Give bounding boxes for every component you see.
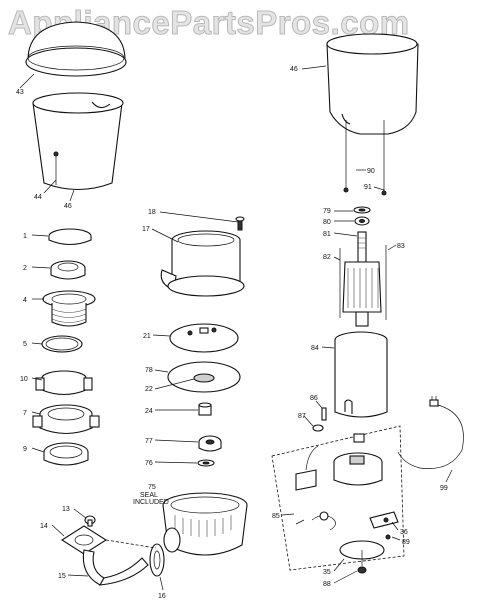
callout-46-right: 46 xyxy=(290,66,298,73)
leader-lines xyxy=(19,65,453,591)
part-5-snap-ring[interactable] xyxy=(41,335,83,353)
callout-83: 83 xyxy=(397,243,405,250)
part-99-power-cord[interactable] xyxy=(397,396,464,469)
callout-13: 13 xyxy=(62,506,70,513)
callout-35: 35 xyxy=(323,569,331,576)
callout-89: 89 xyxy=(402,539,410,546)
part-16-gasket[interactable] xyxy=(149,543,165,577)
part-80-bearing[interactable] xyxy=(354,216,370,226)
callout-9: 9 xyxy=(23,446,27,453)
callout-36: 36 xyxy=(400,529,408,536)
callout-22: 22 xyxy=(145,386,153,393)
callout-24: 24 xyxy=(145,408,153,415)
callout-21: 21 xyxy=(143,333,151,340)
part-86-stud[interactable] xyxy=(321,407,327,421)
callout-2: 2 xyxy=(23,265,27,272)
part-22-slinger[interactable] xyxy=(193,373,215,383)
callout-10: 10 xyxy=(20,376,28,383)
callout-85: 85 xyxy=(272,513,280,520)
part-18-screw[interactable] xyxy=(235,216,245,231)
callout-7: 7 xyxy=(23,410,27,417)
part-10-clamp-ring[interactable] xyxy=(35,370,93,396)
part-85-switch-box-assembly[interactable] xyxy=(271,425,405,571)
part-46-shell-left[interactable] xyxy=(32,92,124,190)
callout-86: 86 xyxy=(310,395,318,402)
callout-14: 14 xyxy=(40,523,48,530)
callout-77: 77 xyxy=(145,438,153,445)
part-46-shell-right[interactable] xyxy=(326,33,419,135)
callout-99: 99 xyxy=(440,485,448,492)
part-35-bottom-plate[interactable] xyxy=(339,540,385,566)
callout-91: 91 xyxy=(364,184,372,191)
part-21-cutter-plate[interactable] xyxy=(169,323,239,353)
part-76-washer[interactable] xyxy=(197,459,215,467)
callout-82: 82 xyxy=(323,254,331,261)
callout-44: 44 xyxy=(34,194,42,201)
part-89-screw[interactable] xyxy=(385,534,391,540)
seal-note-line-1: SEAL xyxy=(140,492,158,499)
part-36-bracket[interactable] xyxy=(369,511,399,529)
callout-1: 1 xyxy=(23,233,27,240)
leader-dash xyxy=(105,539,157,549)
part-43-top-cover[interactable] xyxy=(25,21,127,77)
callout-81: 81 xyxy=(323,231,331,238)
part-7-mounting-ring[interactable] xyxy=(32,404,100,435)
part-75-lower-housing[interactable] xyxy=(162,492,248,556)
part-77-bearing[interactable] xyxy=(198,435,222,452)
callout-17: 17 xyxy=(142,226,150,233)
callout-43: 43 xyxy=(16,89,24,96)
callout-18: 18 xyxy=(148,209,156,216)
part-13-screw[interactable] xyxy=(84,515,96,527)
callout-76: 76 xyxy=(145,460,153,467)
part-24-spacer[interactable] xyxy=(198,402,212,416)
callout-87: 87 xyxy=(298,413,306,420)
part-79-washer[interactable] xyxy=(353,206,371,214)
part-87-nut[interactable] xyxy=(312,424,324,432)
callout-46-left: 46 xyxy=(64,203,72,210)
part-90-bolt[interactable] xyxy=(343,120,387,196)
part-1-cap[interactable] xyxy=(48,228,92,246)
callout-78: 78 xyxy=(145,367,153,374)
part-81-rotor-shaft[interactable] xyxy=(342,231,382,327)
callout-16: 16 xyxy=(158,593,166,600)
callout-75: 75 xyxy=(148,484,156,491)
part-88-nut[interactable] xyxy=(357,566,367,574)
callout-90: 90 xyxy=(367,168,375,175)
seal-note-line-2: INCLUDED xyxy=(133,499,169,506)
callout-15: 15 xyxy=(58,573,66,580)
part-2-ring[interactable] xyxy=(50,260,86,280)
part-17-upper-housing[interactable] xyxy=(160,230,245,297)
callout-4: 4 xyxy=(23,297,27,304)
callout-84: 84 xyxy=(311,345,319,352)
callout-79: 79 xyxy=(323,208,331,215)
callout-88: 88 xyxy=(323,581,331,588)
part-15-discharge-tube[interactable] xyxy=(82,549,149,586)
part-9-gasket[interactable] xyxy=(43,442,89,466)
callout-80: 80 xyxy=(323,219,331,226)
part-84-stator-housing[interactable] xyxy=(334,331,388,418)
part-4-sink-flange[interactable] xyxy=(42,290,96,327)
callout-5: 5 xyxy=(23,341,27,348)
